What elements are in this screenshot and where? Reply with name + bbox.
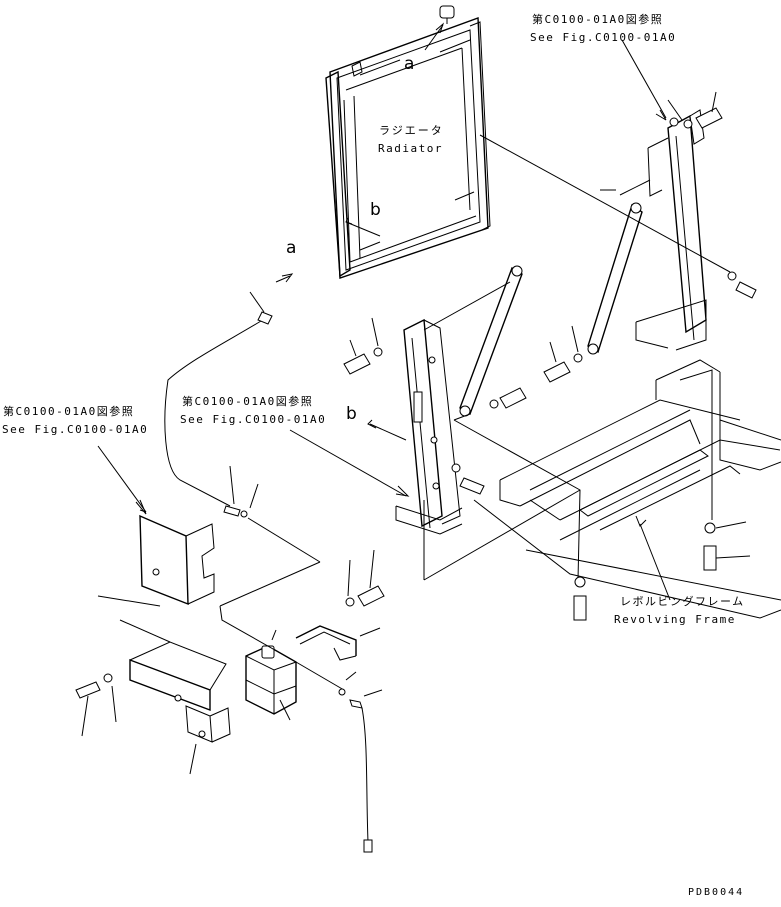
marker-b-radiator: b <box>370 200 381 220</box>
center-upright-stay <box>395 318 463 535</box>
radiator-label-jp: ラジエータ <box>379 124 444 137</box>
radiator-label-en: Radiator <box>378 142 443 155</box>
mounting-plate <box>129 641 231 743</box>
revolving-frame <box>499 359 781 541</box>
overflow-hose <box>338 671 383 853</box>
radiator-side-bolt <box>727 271 757 299</box>
hose-line <box>164 273 321 563</box>
tank-bracket <box>295 625 381 661</box>
right-diagonal-stay <box>587 202 643 355</box>
alignment-line <box>219 561 321 607</box>
radiator-leader-line <box>479 134 731 273</box>
tank-bolt <box>345 549 385 607</box>
center-bolt-mid <box>543 325 583 383</box>
center-bolt-left <box>343 317 383 375</box>
revolving-frame-label-en: Revolving Frame <box>614 613 736 626</box>
drawing-code: PDB0044 <box>688 887 745 898</box>
marker-b-arrow <box>369 423 407 441</box>
revolving-frame-label-jp: レボルビングフレーム <box>620 595 745 608</box>
ref-leader-center <box>289 429 407 497</box>
ref-left-jp: 第C0100-01A0図参照 <box>3 405 135 418</box>
ref-left-en: See Fig.C0100-01A0 <box>2 423 149 436</box>
center-bolt-right <box>489 387 527 409</box>
reserve-tank <box>245 629 297 721</box>
radiator <box>325 5 491 279</box>
ref-top-right-jp: 第C0100-01A0図参照 <box>532 13 664 26</box>
lower-center-bolt <box>451 463 485 495</box>
ref-top-right-en: See Fig.C0100-01A0 <box>530 31 677 44</box>
marker-b-stay: b <box>346 404 357 424</box>
left-bracket <box>139 509 215 606</box>
ref-center-en: See Fig.C0100-01A0 <box>180 413 327 426</box>
frame-bolt-right <box>703 521 751 571</box>
ref-leader-left <box>97 445 147 513</box>
frame-bolt-left <box>573 576 587 621</box>
ref-center-jp: 第C0100-01A0図参照 <box>182 395 314 408</box>
frame-leader <box>639 523 671 601</box>
top-right-bolt <box>667 91 723 129</box>
ref-leader-top-right <box>621 39 667 119</box>
marker-a-hose: a <box>286 238 297 258</box>
plate-bolt <box>75 673 197 775</box>
marker-a-radiator: a <box>404 54 415 74</box>
center-diagonal-stay <box>423 265 523 417</box>
